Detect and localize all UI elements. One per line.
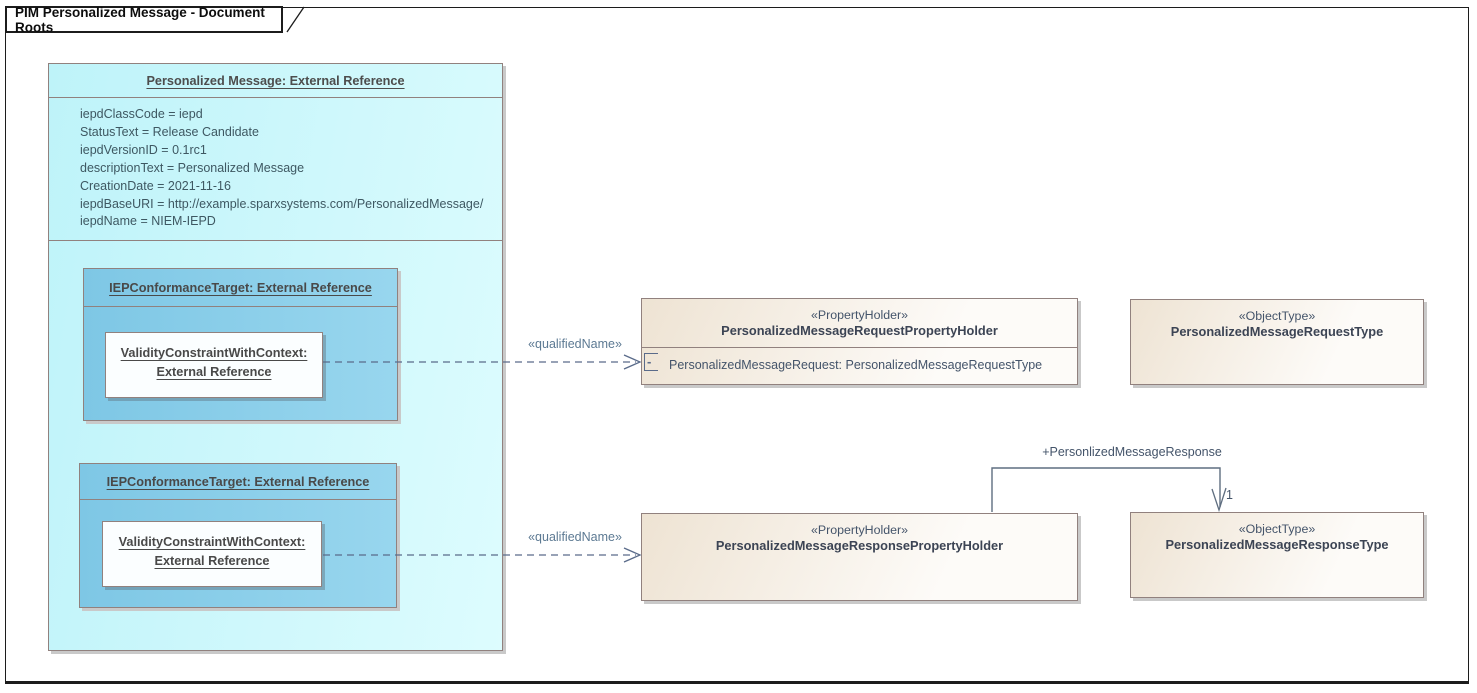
validity-constraint-1-line1: ValidityConstraintWithContext: [120, 346, 308, 360]
response-type-header: «ObjectType» PersonalizedMessageResponse… [1131, 513, 1423, 552]
attribute-line: iepdBaseURI = http://example.sparxsystem… [80, 196, 484, 211]
attribute-line: StatusText = Release Candidate [80, 124, 259, 139]
iep-conformance-target-1-header: IEPConformanceTarget: External Reference [84, 269, 397, 307]
qualifiedname-label-response: «qualifiedName» [528, 530, 622, 544]
response-role-label: +PersonlizedMessageResponse [1042, 445, 1222, 459]
request-property-holder-attribute: PersonalizedMessageRequest: Personalized… [669, 358, 1043, 372]
response-property-holder-class[interactable]: «PropertyHolder» PersonalizedMessageResp… [641, 513, 1078, 601]
request-type-header: «ObjectType» PersonalizedMessageRequestT… [1131, 300, 1423, 339]
attribute-line: descriptionText = Personalized Message [80, 160, 305, 175]
iep-conformance-target-1-title: IEPConformanceTarget: External Reference [109, 280, 372, 295]
request-type-class[interactable]: «ObjectType» PersonalizedMessageRequestT… [1130, 299, 1424, 385]
attribute-line: CreationDate = 2021-11-16 [80, 178, 231, 193]
stereotype-label: «ObjectType» [1238, 522, 1316, 536]
iep-conformance-target-2-header: IEPConformanceTarget: External Reference [80, 464, 396, 500]
diagram-frame [5, 7, 1469, 684]
qualifiedname-label-request: «qualifiedName» [528, 337, 622, 351]
response-multiplicity-label: 1 [1226, 488, 1233, 502]
attribute-line: iepdVersionID = 0.1rc1 [80, 142, 207, 157]
personalized-message-title: Personalized Message: External Reference [146, 73, 405, 88]
response-type-class[interactable]: «ObjectType» PersonalizedMessageResponse… [1130, 512, 1424, 598]
validity-constraint-2[interactable]: ValidityConstraintWithContext: External … [102, 521, 322, 587]
response-property-holder-header: «PropertyHolder» PersonalizedMessageResp… [642, 514, 1077, 553]
diagram-title-tab: PIM Personalized Message - Document Root… [5, 4, 283, 35]
attribute-line: iepdClassCode = iepd [80, 107, 203, 121]
iep-conformance-target-2-title: IEPConformanceTarget: External Reference [106, 474, 370, 489]
attribute-line: iepdName = NIEM-IEPD [80, 214, 216, 229]
personalized-message-header: Personalized Message: External Reference [49, 64, 502, 98]
class-name: PersonalizedMessageRequestType [1170, 324, 1384, 339]
personalized-message-attributes: iepdClassCode = iepd StatusText = Releas… [49, 98, 502, 241]
class-name: PersonalizedMessageResponsePropertyHolde… [715, 538, 1004, 553]
validity-constraint-1-line2: External Reference [156, 364, 272, 379]
request-property-holder-class[interactable]: «PropertyHolder» PersonalizedMessageRequ… [641, 298, 1078, 385]
request-property-holder-header: «PropertyHolder» PersonalizedMessageRequ… [642, 299, 1077, 348]
validity-constraint-1[interactable]: ValidityConstraintWithContext: External … [105, 332, 323, 398]
class-name: PersonalizedMessageRequestPropertyHolder [721, 323, 998, 338]
stereotype-label: «PropertyHolder» [810, 308, 909, 322]
feature-visibility-box: - [644, 353, 658, 371]
stereotype-label: «PropertyHolder» [810, 523, 909, 537]
validity-constraint-2-line2: External Reference [154, 553, 270, 568]
diagram-title: PIM Personalized Message - Document Root… [15, 4, 265, 35]
stereotype-label: «ObjectType» [1238, 309, 1316, 323]
visibility-minus: - [647, 354, 652, 369]
class-name: PersonalizedMessageResponseType [1165, 537, 1389, 552]
validity-constraint-2-line1: ValidityConstraintWithContext: [118, 535, 306, 549]
